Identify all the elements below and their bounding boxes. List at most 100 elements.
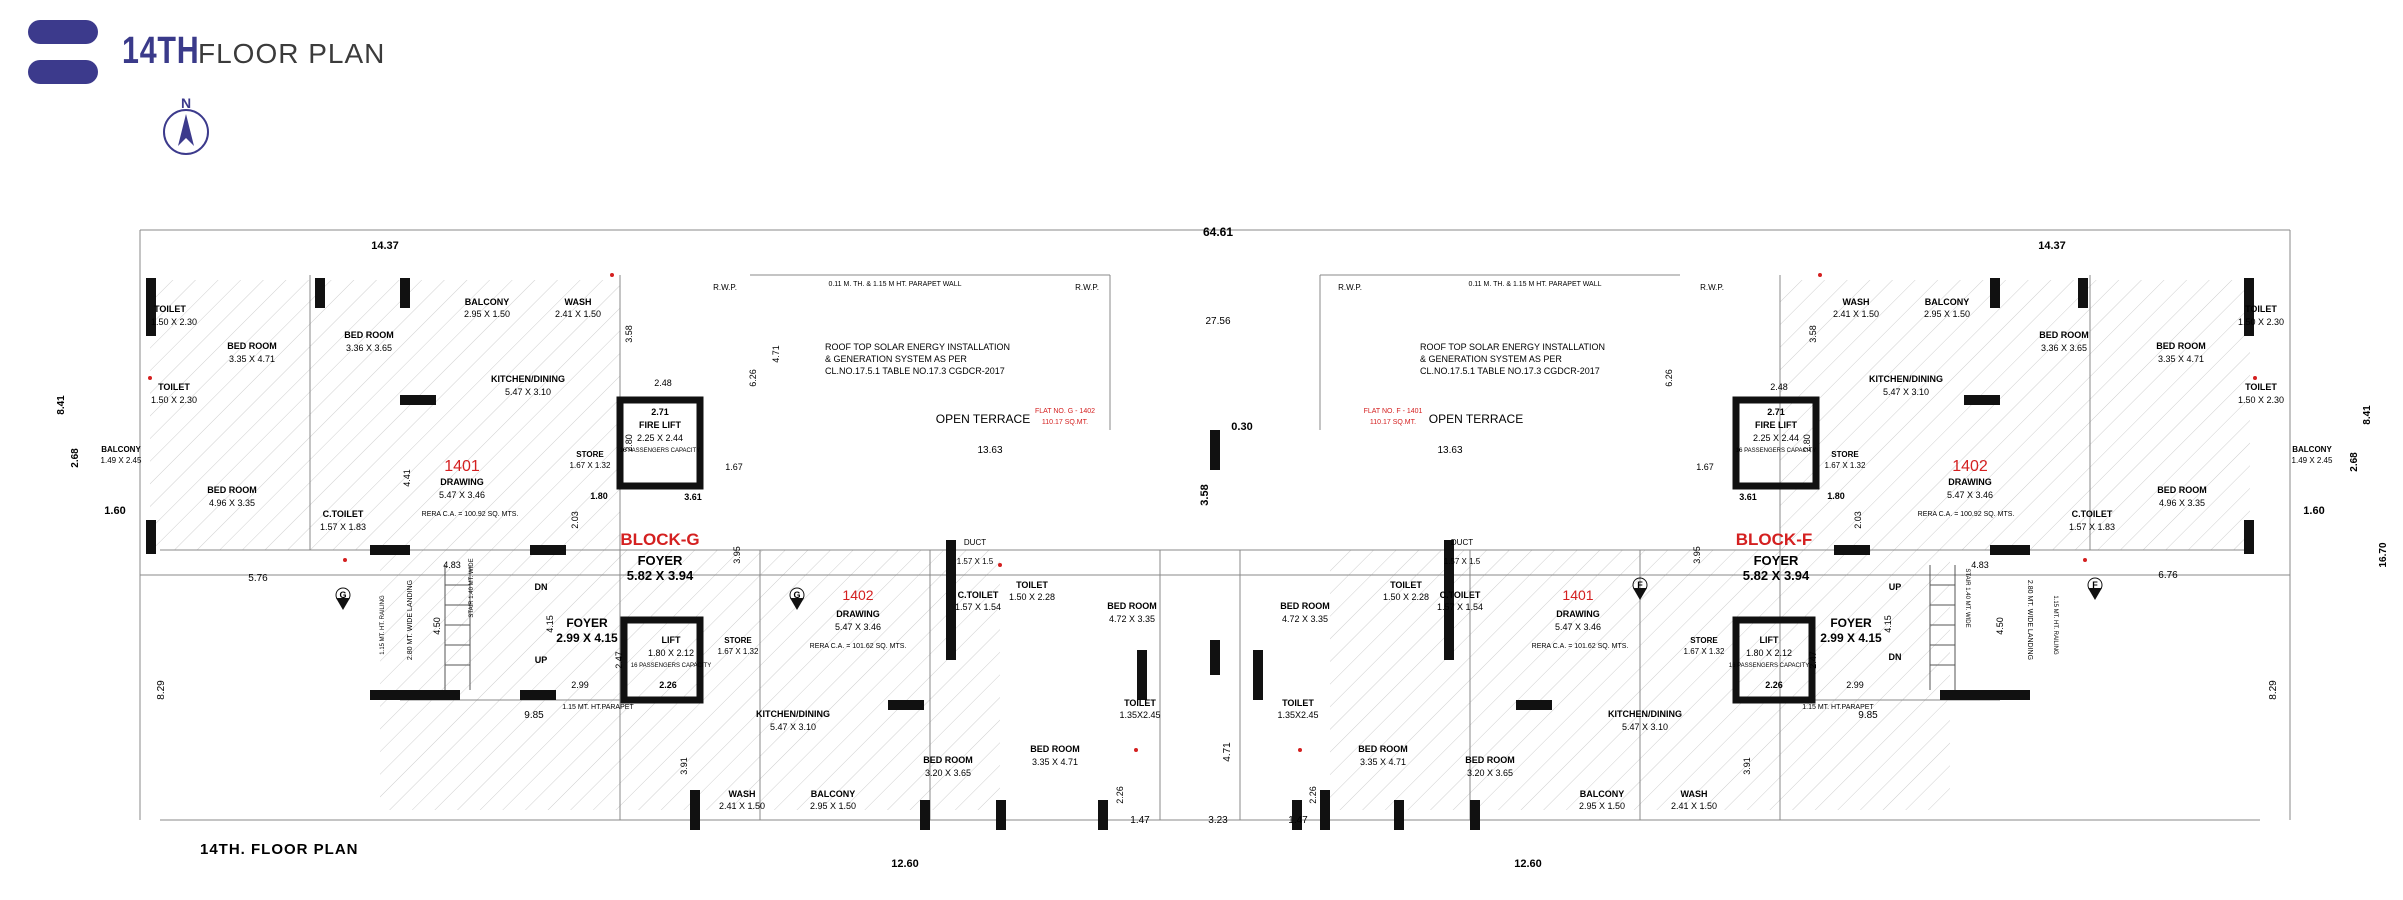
- railing-label: 1.15 MT. HT. RAILING: [380, 595, 386, 655]
- solar-note-2: & GENERATION SYSTEM AS PER: [825, 354, 967, 364]
- r-foyer-top-dim: 5.82 X 3.94: [1743, 568, 1810, 583]
- r-room-balcony-dim: 2.95 X 1.50: [1924, 309, 1970, 319]
- dim-3-95a: 3.95: [732, 546, 742, 564]
- r-room-drawing-2-dim: 5.47 X 3.46: [1555, 622, 1601, 632]
- room-toilet-2-dim: 1.50 X 2.30: [151, 395, 197, 405]
- dim-3-61b: 3.61: [1739, 492, 1757, 502]
- room-toilet-4: TOILET: [1124, 698, 1156, 708]
- r-landing-label: 2.80 MT. WIDE LANDING: [2026, 580, 2033, 660]
- r-room-toilet-1: TOILET: [2245, 304, 2277, 314]
- lift-label: LIFT: [662, 635, 681, 645]
- room-bed-3-dim: 4.96 X 3.35: [209, 498, 255, 508]
- brand-logo: [28, 20, 98, 86]
- north-arrow-icon: N: [163, 95, 209, 155]
- r-room-store-2: STORE: [1690, 636, 1718, 645]
- room-wash-2-dim: 2.41 X 1.50: [719, 801, 765, 811]
- room-balcony: BALCONY: [465, 297, 510, 307]
- room-store: STORE: [576, 450, 604, 459]
- room-drawing-2-dim: 5.47 X 3.46: [835, 622, 881, 632]
- r-room-bed-1-dim: 3.35 X 4.71: [2158, 354, 2204, 364]
- dim-2-48b: 2.48: [1770, 382, 1788, 392]
- foyer-stair: FOYER: [566, 616, 608, 630]
- room-bed-6-dim: 3.35 X 4.71: [1032, 757, 1078, 767]
- plan-labels: 64.61 14.37 14.37 8.41 8.41 16.70 2.68 2…: [56, 225, 2389, 870]
- r-flat-note-area: 110.17 SQ.MT.: [1370, 419, 1416, 426]
- r-room-balcony-2: BALCONY: [2292, 445, 2332, 454]
- r-lift-label: LIFT: [1760, 635, 1779, 645]
- dim-3-58a: 3.58: [624, 325, 634, 343]
- room-bed-2-dim: 3.36 X 3.65: [346, 343, 392, 353]
- block-label: BLOCK-G: [620, 530, 699, 549]
- r-room-toilet-3: TOILET: [1390, 580, 1422, 590]
- r-foyer-stair-dim: 2.99 X 4.15: [1820, 631, 1882, 645]
- dim-4-50a: 4.50: [432, 617, 442, 635]
- r-room-wash: WASH: [1843, 297, 1870, 307]
- lift-dim: 1.80 X 2.12: [648, 648, 694, 658]
- r-room-bed-2-dim: 3.36 X 3.65: [2041, 343, 2087, 353]
- dim-left-1-60: 1.60: [104, 505, 125, 517]
- room-wash-dim: 2.41 X 1.50: [555, 309, 601, 319]
- dim-4-83a: 4.83: [443, 560, 461, 570]
- dim-bottom-right: 12.60: [1514, 858, 1542, 870]
- room-bed-3: BED ROOM: [207, 485, 257, 495]
- dim-6-26b: 6.26: [1664, 369, 1674, 387]
- dim-3-95b: 3.95: [1692, 546, 1702, 564]
- open-terrace: OPEN TERRACE: [936, 412, 1030, 426]
- r-room-store-dim: 1.67 X 1.32: [1825, 461, 1866, 470]
- r-room-bed-4: BED ROOM: [1280, 601, 1330, 611]
- dim-3-58b: 3.58: [1808, 325, 1818, 343]
- dim-right-8-29: 8.29: [2268, 680, 2279, 700]
- parapet-label: 1.15 MT. HT.PARAPET: [562, 704, 634, 711]
- r-room-wash-2-dim: 2.41 X 1.50: [1671, 801, 1717, 811]
- dim-3-61a: 3.61: [684, 492, 702, 502]
- solar-note-1: ROOF TOP SOLAR ENERGY INSTALLATION: [825, 342, 1010, 352]
- r-solar-note-2: & GENERATION SYSTEM AS PER: [1420, 354, 1562, 364]
- r-room-bed-6: BED ROOM: [1358, 744, 1408, 754]
- room-toilet-1: TOILET: [154, 304, 186, 314]
- r-room-bed-4-dim: 4.72 X 3.35: [1282, 614, 1328, 624]
- dim-4-15b: 4.15: [1883, 615, 1893, 633]
- room-ctoilet-dim: 1.57 X 1.83: [320, 522, 366, 532]
- rera-area-bottom: RERA C.A. = 101.62 SQ. MTS.: [810, 643, 907, 650]
- r-room-bed-5: BED ROOM: [1465, 755, 1515, 765]
- room-bed-5-dim: 3.20 X 3.65: [925, 768, 971, 778]
- r-foyer-top: FOYER: [1754, 553, 1799, 568]
- r-room-balcony-3: BALCONY: [1580, 789, 1625, 799]
- room-ctoilet-2: C.TOILET: [958, 590, 999, 600]
- section-mark-g1: G: [339, 590, 346, 600]
- title-text: FLOOR PLAN: [198, 38, 386, 69]
- r-duct-label: DUCT: [1451, 538, 1473, 547]
- fire-lift-dim: 2.25 X 2.44: [637, 433, 683, 443]
- room-bed-1: BED ROOM: [227, 341, 277, 351]
- r-railing-label: 1.15 MT. HT. RAILING: [2052, 595, 2058, 655]
- r-open-terrace: OPEN TERRACE: [1429, 412, 1523, 426]
- room-drawing-dim: 5.47 X 3.46: [439, 490, 485, 500]
- dim-terrace-left: 13.63: [977, 445, 1002, 456]
- dim-2-71a: 2.71: [651, 407, 669, 417]
- dim-4-50b: 4.50: [1995, 617, 2005, 635]
- room-store-dim: 1.67 X 1.32: [570, 461, 611, 470]
- room-bed-4: BED ROOM: [1107, 601, 1157, 611]
- dim-2-48a: 2.48: [654, 378, 672, 388]
- room-bed-1-dim: 3.35 X 4.71: [229, 354, 275, 364]
- r-room-toilet-1-dim: 1.50 X 2.30: [2238, 317, 2284, 327]
- dim-center-4-71: 4.71: [1222, 742, 1233, 762]
- room-kitchen: KITCHEN/DINING: [491, 374, 565, 384]
- duct-dim: 1.57 X 1.5: [957, 557, 994, 566]
- r-room-drawing-dim: 5.47 X 3.46: [1947, 490, 1993, 500]
- r-fire-lift-note: 16 PASSENGERS CAPACITY: [1736, 448, 1816, 454]
- r-room-bed-5-dim: 3.20 X 3.65: [1467, 768, 1513, 778]
- dim-center-1-47b: 1.47: [1288, 815, 1308, 826]
- r-rwp-label: R.W.P.: [1338, 283, 1362, 292]
- rwp-label: R.W.P.: [713, 283, 737, 292]
- dim-center-3-23: 3.23: [1208, 815, 1228, 826]
- r-room-kitchen-2: KITCHEN/DINING: [1608, 709, 1682, 719]
- dim-center-1-47a: 1.47: [1130, 815, 1150, 826]
- room-balcony-2: BALCONY: [101, 445, 141, 454]
- dim-center-3-58: 3.58: [1199, 484, 1211, 505]
- dim-1-67a: 1.67: [725, 462, 743, 472]
- dim-3-91a: 3.91: [679, 757, 689, 775]
- dim-left-9-85: 9.85: [524, 710, 544, 721]
- dim-right-width: 14.37: [2038, 240, 2066, 252]
